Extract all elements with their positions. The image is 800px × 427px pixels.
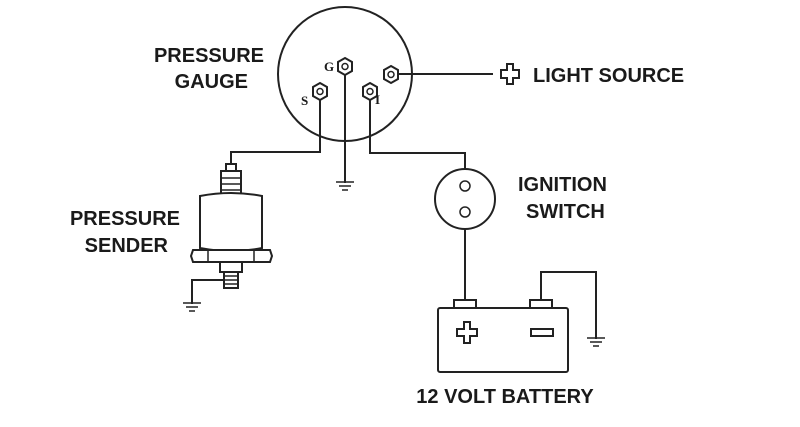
battery-ground-icon [587, 337, 605, 347]
ignition-contact-top [459, 180, 471, 192]
gauge-ground-icon [336, 181, 354, 191]
gauge-label-line2: GAUGE [175, 71, 248, 93]
wire-battery-negative [540, 271, 597, 339]
gauge-terminal-s [312, 81, 328, 102]
gauge-terminal-g [337, 56, 353, 77]
sender-label-line1: PRESSURE [70, 208, 180, 230]
sender-label-line2: SENDER [85, 235, 169, 257]
pressure-sender [189, 163, 274, 289]
light-source-label: LIGHT SOURCE [533, 65, 684, 87]
battery-plus-icon [456, 321, 478, 344]
terminal-label-g: G [324, 59, 334, 74]
battery-body [437, 307, 569, 373]
ignition-label-line2: SWITCH [526, 201, 605, 223]
ignition-label-line1: IGNITION [518, 174, 607, 196]
battery-label: 12 VOLT BATTERY [416, 386, 594, 408]
wire-sender [230, 99, 321, 169]
wire-ignition [369, 99, 466, 169]
light-plus-icon [500, 63, 520, 85]
gauge-terminal-light [383, 64, 399, 85]
ignition-switch [434, 168, 496, 230]
sender-hex-nut [189, 249, 274, 263]
sender-ground-icon [183, 302, 201, 312]
ignition-switch-body [434, 168, 496, 230]
gauge-label-line1: PRESSURE [154, 45, 264, 67]
terminal-label-s: S [301, 93, 308, 108]
sender-thread-collar [219, 261, 243, 273]
wire-sender-ground [191, 279, 225, 304]
battery-minus-icon [530, 328, 554, 337]
sender-body [199, 192, 263, 252]
ignition-contact-bottom [459, 206, 471, 218]
sender-terminal-stud [220, 170, 242, 196]
battery [437, 299, 569, 373]
terminal-label-i: I [375, 92, 380, 107]
